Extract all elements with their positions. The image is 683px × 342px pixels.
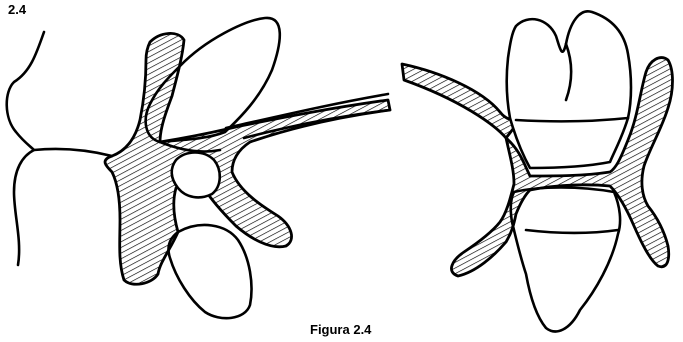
left-contour-line <box>34 149 112 156</box>
figure-caption: Figura 2.4 <box>310 323 371 336</box>
left-drawing <box>7 18 390 318</box>
right-lower-molar-outline <box>511 188 620 332</box>
left-middle-tooth-outline <box>172 153 220 198</box>
right-hatched-band <box>402 64 520 138</box>
right-drawing <box>402 11 673 331</box>
left-lower-tooth-outline <box>168 225 251 318</box>
